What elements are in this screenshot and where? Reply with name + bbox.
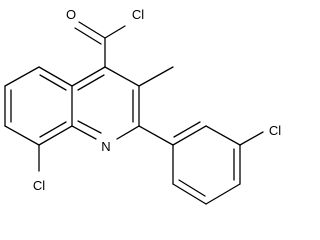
bond-n-c8a (71, 125, 97, 140)
bond-n-c8a-double (77, 120, 102, 134)
bond-ph1-ph2 (172, 125, 207, 146)
atom-label-phenyl-chlorine: Cl (269, 123, 281, 138)
atom-label-ring-nitrogen: N (101, 139, 110, 154)
bond-ph1-ph2-double (173, 121, 201, 138)
bond-c8-c8a-double (39, 121, 67, 138)
bond-c4-c3 (104, 66, 140, 87)
molecule-drawing: O Cl N Cl Cl (4, 7, 281, 205)
bond-c3-methyl (138, 66, 174, 87)
bond-c4a-c4-double (77, 74, 105, 91)
bond-ph3-cl (239, 131, 264, 146)
bond-ph5-ph6-double (178, 179, 206, 197)
bond-carbonyl-o-double (74, 27, 102, 45)
bond-c4a-c4 (71, 66, 106, 87)
atom-label-carbonyl-oxygen: O (66, 7, 76, 22)
bond-carbonyl-cl (104, 25, 126, 39)
bond-c4a-c5 (38, 66, 73, 87)
atom-label-quinoline-chlorine: Cl (33, 178, 45, 193)
bond-c8-c8a (38, 125, 73, 146)
bond-c2-phenyl (138, 125, 174, 146)
bond-ph4-ph5 (205, 183, 241, 205)
bond-c5-c6 (4, 66, 40, 87)
bond-c4a-c5-double (39, 74, 67, 91)
bond-carbonyl-o (78, 21, 106, 39)
bond-ph5-ph6 (172, 183, 207, 205)
bond-c7-c8 (4, 125, 40, 146)
structure-diagram: O Cl N Cl Cl (4, 7, 281, 205)
bond-c2-n (116, 125, 140, 140)
bond-ph2-ph3 (205, 125, 241, 146)
atom-label-acyl-chlorine: Cl (132, 7, 144, 22)
